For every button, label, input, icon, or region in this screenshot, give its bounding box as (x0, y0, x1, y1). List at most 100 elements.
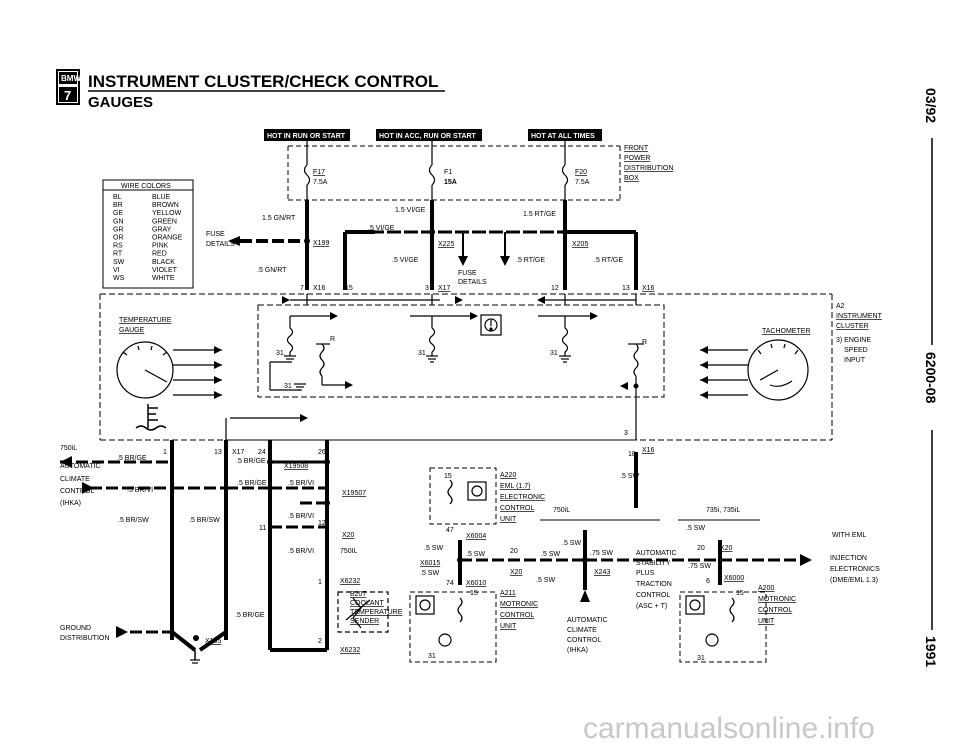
temperature-gauge-label-1: TEMPERATURE (119, 317, 172, 324)
conn-x20-c: X20 (720, 545, 733, 552)
conn-x6000: X6000 (724, 575, 744, 582)
check-control-icon (480, 314, 502, 336)
fuse-f1-amp: 15A (444, 179, 457, 186)
conn-x16-b: X16 (642, 285, 655, 292)
a211-2: MOTRONIC (500, 601, 538, 608)
pin-15-a220: 15 (444, 473, 452, 480)
conn-x225: X225 (438, 241, 454, 248)
pin-15-a200: 15 (736, 590, 744, 597)
wire-colors-box (102, 179, 194, 289)
wire-brvi-1: .5 BR/VI (127, 487, 153, 494)
asc-4: TRACTION (636, 581, 672, 588)
wire-brge: .5 BR/GE (117, 455, 147, 462)
wire-rtge-15: 1.5 RT/GE (523, 211, 556, 218)
a220-2: EML (1.7) (500, 483, 530, 490)
section-code: 6200-08 (923, 352, 939, 404)
wire-color-name: YELLOW (152, 210, 182, 217)
power-tag-always-label: HOT AT ALL TIMES (531, 133, 595, 140)
conn-x6004: X6004 (466, 533, 486, 540)
wire-color-name: BLACK (152, 259, 175, 266)
fuse-labels: F17 7.5A F1 15A F20 7.5A (313, 169, 590, 186)
header: BMW 7 INSTRUMENT CLUSTER/CHECK CONTROL G… (56, 69, 445, 111)
asc-1: AUTOMATIC (636, 550, 677, 557)
watermark: carmanualsonline.info (583, 712, 875, 744)
power-tag-run (264, 129, 350, 141)
front-power-line-2: POWER (624, 155, 650, 162)
pin-74: 74 (446, 580, 454, 587)
wire-brge-4: .5 BR/GE (235, 612, 265, 619)
pin-20-right: 20 (697, 545, 705, 552)
wire-sw-10: .5 SW (686, 525, 705, 532)
pin-13: 13 (622, 285, 630, 292)
conn-x20-a: X20 (342, 532, 355, 539)
cluster-cluster: CLUSTER (836, 323, 869, 330)
a220-5: UNIT (500, 516, 517, 523)
wire-vige-5: .5 VI/GE (368, 225, 395, 232)
conn-x6010: X6010 (466, 580, 486, 587)
fuel-symbol-icon (135, 404, 167, 431)
conn-x16-c: X16 (642, 447, 655, 454)
auto-climate-3: CONTROL (60, 488, 94, 495)
a211-1: A211 (500, 590, 516, 597)
b207-1: B207 (350, 591, 366, 598)
conn-x243: X243 (594, 569, 610, 576)
page-subtitle: GAUGES (88, 94, 153, 111)
conn-x17-a: X17 (438, 285, 451, 292)
temperature-gauge-arrows (214, 346, 222, 399)
wire-sw-9: .5 SW (620, 473, 639, 480)
conn-x19508: X19508 (284, 463, 308, 470)
lower-mid-labels: A220 EML (1.7) ELECTRONIC CONTROL UNIT 1… (420, 472, 740, 660)
wire-vige-5b: .5 VI/GE (392, 257, 419, 264)
pin-20: 20 (510, 548, 518, 555)
ground-31-a: 31 (276, 350, 284, 357)
wire-sw-8: .5 SW (536, 577, 555, 584)
asc-2: STABILITY (636, 560, 671, 567)
fuse-details-left: FUSE DETAILS X199 (206, 231, 329, 248)
pin-15: 15 (345, 285, 353, 292)
wire-gnrt-15: 1.5 GN/RT (262, 215, 296, 222)
pin-13-lower: 13 (214, 449, 222, 456)
wire-brge-3: .5 BR/GE (237, 480, 267, 487)
auto-climate-4: (IHKA) (60, 500, 81, 507)
bmw-logo-box (56, 69, 80, 105)
pin-6: 6 (706, 578, 710, 585)
front-power-line-3: DISTRIBUTION (624, 165, 673, 172)
a220-4: CONTROL (500, 505, 534, 512)
label-735: 735i, 735iL (706, 507, 740, 514)
upper-arrows (458, 256, 510, 266)
wire-sw-11: .75 SW (688, 563, 711, 570)
side-stamp: 03/92 6200-08 1991 (923, 88, 939, 667)
engine-speed-2: SPEED (844, 347, 868, 354)
power-tag-acc-label: HOT IN ACC, RUN OR START (379, 133, 477, 140)
wire-brvi-4: .5 BR/VI (288, 548, 314, 555)
wire-brvi-2: .5 BR/VI (288, 480, 314, 487)
wire-code: RS (113, 243, 123, 250)
wire-code: OR (113, 235, 124, 242)
a220-1: A220 (500, 472, 516, 479)
auto-climate2-4: (IHKA) (567, 647, 588, 654)
conn-x205: X205 (572, 241, 588, 248)
wire-code: GE (113, 210, 123, 217)
wire-brvi-3: .5 BR/VI (288, 513, 314, 520)
pin-3-cluster: 3 (624, 430, 628, 437)
pin-7: 7 (300, 285, 304, 292)
fuse-f1: F1 (444, 169, 452, 176)
power-distribution-box (287, 145, 621, 201)
wire-code: BL (113, 194, 122, 201)
pin-2-sender: 2 (318, 638, 322, 645)
label-750il-c: 750iL (553, 507, 570, 514)
tachometer-arrows (700, 346, 708, 399)
conn-x16-a: X16 (313, 285, 326, 292)
front-power-line-4: BOX (624, 175, 639, 182)
coolant-sender-labels: B207 COOLANT TEMPERATURE SENDER (350, 591, 403, 625)
lower-left-labels: 750iL AUTOMATIC CLIMATE CONTROL (IHKA) G… (60, 445, 655, 654)
asc-3: PLUS (636, 570, 655, 577)
pin-12-lower: 12 (318, 520, 326, 527)
auto-climate2-1: AUTOMATIC (567, 617, 608, 624)
asc-6: (ASC + T) (636, 603, 667, 610)
engine-speed-1: 3) ENGINE (836, 337, 871, 344)
upper-wire-labels: 1.5 GN/RT 1.5 VI/GE 1.5 RT/GE .5 VI/GE X… (257, 207, 655, 292)
temperature-gauge-icon (116, 341, 222, 399)
ground-31-c: 31 (550, 350, 558, 357)
